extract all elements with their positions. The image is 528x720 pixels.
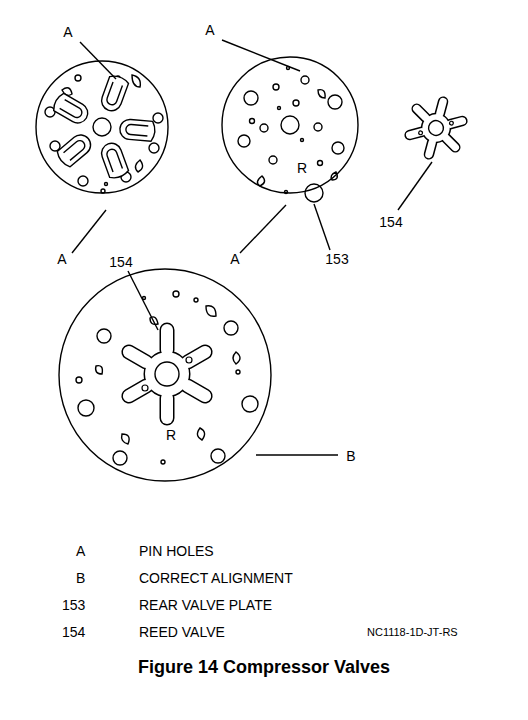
legend-key: B [76,571,85,585]
reed-petal [161,324,173,356]
figure-caption: Figure 14 Compressor Valves [138,658,390,676]
reed-petal [405,127,426,139]
figure-code: NC1118-1D-JT-RS [367,627,458,638]
reed-hub [145,352,189,396]
callout-letter: B [346,449,355,463]
callout-letter: A [57,252,66,266]
legend-text: PIN HOLES [139,544,214,558]
reed-petal [446,116,467,128]
reed-petal [121,344,155,370]
reed-petal [161,392,173,424]
pin-hole [186,357,192,363]
reed-outline [121,324,214,424]
reed-petal [121,378,155,404]
reed-slot [60,100,84,120]
reed-petal [180,378,214,404]
legend-text: REAR VALVE PLATE [139,598,272,612]
reed-petal [435,97,447,118]
callout-letter: A [205,23,214,37]
reed-petal [424,138,436,159]
reed-outline [99,74,130,114]
reed-outline [119,119,156,142]
suction-reed [55,131,95,169]
reed-petal [441,133,460,152]
reed-petal [446,116,467,128]
callout-number: 154 [109,255,132,269]
reed-petal [411,103,430,122]
reed-slot [64,139,87,161]
reed-petal [161,324,173,356]
reed-outline [55,131,95,169]
reed-petal [435,97,447,118]
reed-petal [121,344,155,370]
plate-mark: R [166,428,176,442]
reed-petal [180,378,214,404]
suction-reed [119,119,156,142]
suction-reed [99,140,130,180]
pin-hole [449,121,454,126]
plate-mark: R [297,161,307,175]
reed-petal [161,392,173,424]
reed-hole [155,362,179,386]
reed-slot [106,148,123,172]
callout-letter: A [230,252,239,266]
legend-key: A [76,544,85,558]
reed-slot [106,82,123,106]
reed-petal [441,133,460,152]
reed-petal [180,344,214,370]
reed-outline [400,91,472,166]
reed-outline [51,92,91,127]
reed-petal [411,103,430,122]
reed-hub [145,352,189,396]
reed-petal [424,138,436,159]
reed-valves [121,324,214,424]
suction-valve-group [51,74,156,180]
callout-number: 153 [325,252,348,266]
reed-petal [180,344,214,370]
reed-petal [121,378,155,404]
pin-hole [418,131,423,136]
callout-letter: A [63,25,72,39]
pin-hole [142,385,148,391]
reed-slot [125,124,148,136]
reed-valve [400,91,472,166]
reed-fill [121,324,214,424]
legend-key: 154 [62,625,85,639]
reed-fill [400,91,472,166]
callout-number: 154 [379,215,402,229]
suction-reed [99,74,130,114]
reed-outline [99,140,130,180]
reed-petal [405,127,426,139]
reed-valve [121,324,214,424]
suction-reed [51,92,91,127]
legend-text: REED VALVE [139,625,225,639]
reed-hole [427,119,445,137]
legend-text: CORRECT ALIGNMENT [139,571,293,585]
legend-key: 153 [62,598,85,612]
